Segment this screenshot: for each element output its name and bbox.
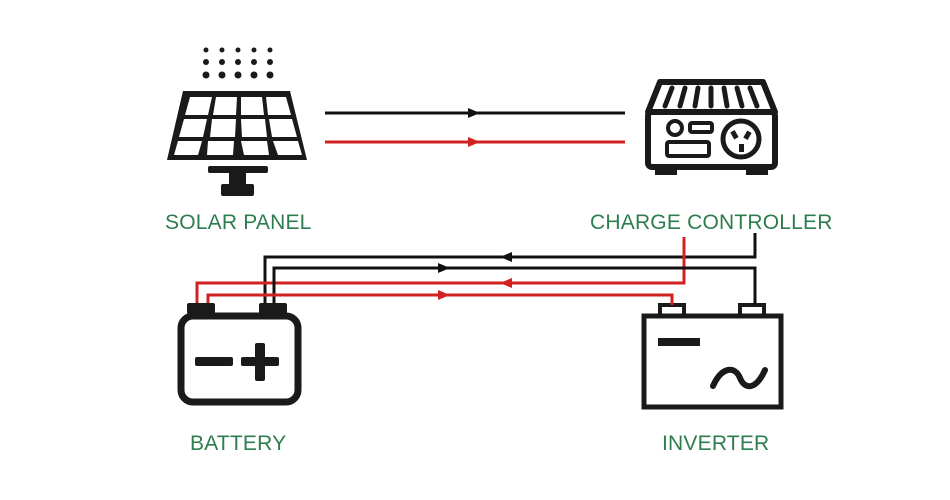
- wire-controller-to-battery-negative: [263, 233, 757, 303]
- wire-solar-to-controller-positive: [325, 137, 625, 147]
- sun-dots: [202, 47, 274, 79]
- solar-panel-label: SOLAR PANEL: [165, 211, 312, 234]
- battery-icon: [177, 303, 302, 406]
- wire-battery-to-inverter-positive: [206, 290, 674, 305]
- wire-solar-to-controller-negative: [325, 108, 625, 118]
- charge-controller-label: CHARGE CONTROLLER: [590, 211, 833, 234]
- wire-battery-to-inverter-negative: [272, 263, 757, 305]
- solar-panel-icon: [167, 47, 307, 196]
- wire-controller-to-battery-positive: [195, 237, 686, 303]
- charge-controller-icon: [645, 79, 778, 175]
- inverter-label: INVERTER: [662, 432, 770, 455]
- battery-label: BATTERY: [190, 432, 287, 455]
- inverter-icon: [641, 303, 784, 410]
